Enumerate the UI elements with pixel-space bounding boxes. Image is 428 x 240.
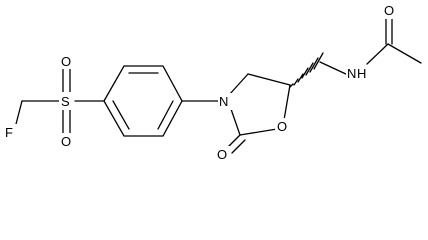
bond-c2-o-a (226, 134, 241, 149)
benzene-ring (103, 65, 183, 137)
atom-o-sulfonyl-down-label: O (61, 134, 71, 149)
structure-canvas: F S O O N O O N H O (4, 2, 422, 163)
atom-o-amide-label: O (384, 3, 394, 18)
atom-s-label: S (61, 94, 70, 109)
benzene-inner-bond-2 (157, 100, 174, 130)
bond-n-ch2 (228, 73, 249, 96)
atom-n-ring-label: N (219, 94, 228, 109)
atom-f-label: F (5, 125, 13, 140)
atom-n-amide-label: N (347, 66, 356, 81)
molecule-diagram: F S O O N O O N H O (4, 2, 422, 163)
bond-ch2-nh (319, 61, 349, 76)
bond-ch2-c5 (247, 73, 291, 86)
bond-c5-o (283, 84, 291, 121)
bond-c2-o-b (231, 139, 246, 154)
atom-o-ring-label: O (277, 119, 287, 134)
bond-co-ch3 (387, 43, 422, 64)
bond-c2-n (230, 108, 241, 136)
atom-h-amide-label: H (357, 66, 366, 81)
hashed-wedge-bond (289, 52, 324, 88)
bond-o-c2 (239, 128, 278, 136)
atom-o-carbonyl-label: O (217, 147, 227, 162)
benzene-inner-bond-3 (112, 100, 130, 130)
bond-nh-co (366, 43, 389, 65)
bond-f-ch2 (14, 100, 23, 129)
atom-o-sulfonyl-up-label: O (61, 54, 71, 69)
